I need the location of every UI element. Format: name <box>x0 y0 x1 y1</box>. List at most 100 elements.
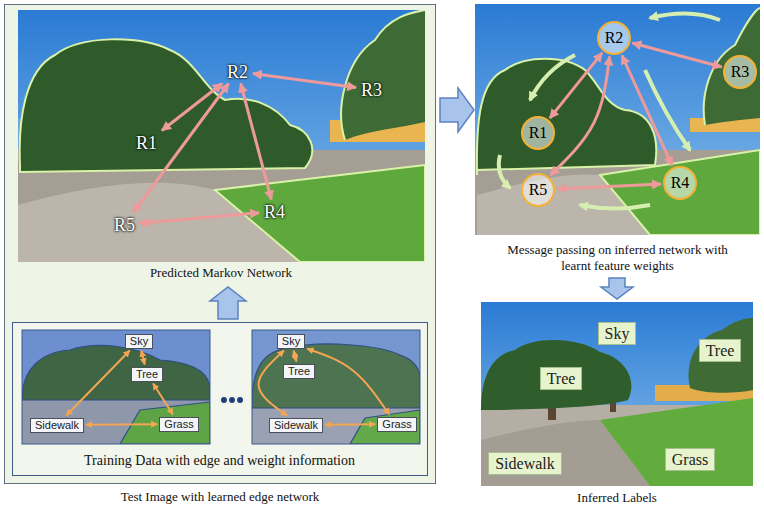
scene-image: Predicted Markov NetworkR1R2R3R4R5 <box>18 10 425 262</box>
label-text: Grass <box>164 418 193 431</box>
label-text: R4 <box>264 202 285 222</box>
grass <box>350 410 420 444</box>
tree <box>22 345 210 400</box>
label-text: Grass <box>382 418 411 431</box>
class-label: Sidewalk <box>269 418 323 433</box>
region-circle: R1 <box>521 116 555 150</box>
grass <box>600 150 760 235</box>
ground <box>475 150 760 235</box>
sky <box>22 330 210 444</box>
region-label: R2 <box>224 62 251 82</box>
image-frame <box>252 330 420 444</box>
class-label: Tree <box>283 364 315 379</box>
building <box>690 118 760 132</box>
label-text: R4 <box>671 174 690 192</box>
training-ground <box>12 322 428 476</box>
label-text: R1 <box>529 124 548 142</box>
trunk <box>548 395 556 420</box>
tree <box>341 10 425 140</box>
training-data-box: Training Data with edge and weight infor… <box>12 322 428 476</box>
region-outline <box>477 59 656 175</box>
label-text: R3 <box>361 80 382 100</box>
caption: Message passing on inferred network with… <box>493 242 743 274</box>
message-arrow <box>645 70 690 150</box>
caption: Test Image with learned edge network <box>5 489 435 505</box>
label-text: Sidewalk <box>495 454 555 473</box>
ellipsis-dot <box>221 397 227 403</box>
sidewalk <box>481 420 650 486</box>
relation-arrow <box>307 349 389 415</box>
building <box>330 120 425 142</box>
tree <box>477 59 656 175</box>
inferred-label: Tree <box>540 367 583 390</box>
grass <box>215 165 425 262</box>
relation-arrow <box>153 384 173 415</box>
ellipsis-dot <box>229 397 235 403</box>
relation-arrow <box>294 351 297 362</box>
grass <box>600 398 753 486</box>
caption: Inferred Labels <box>481 490 753 506</box>
label-text: Tree <box>706 341 735 360</box>
relation-arrow <box>241 84 272 200</box>
relation-arrow <box>259 351 288 416</box>
relation-arrow <box>557 184 661 189</box>
sidewalk <box>477 174 650 235</box>
label-text: R2 <box>605 29 624 47</box>
label-text: Tree <box>547 369 576 388</box>
ground <box>22 398 210 444</box>
label-text: Sidewalk <box>35 419 79 432</box>
message-arrow <box>650 13 720 20</box>
inferred-label: Sky <box>598 322 637 345</box>
tree <box>704 8 760 125</box>
tree <box>481 340 631 410</box>
building <box>655 385 753 401</box>
trunk <box>610 392 616 412</box>
region-outline <box>600 150 760 235</box>
message-arrows <box>499 13 720 208</box>
tree <box>689 318 753 393</box>
sea <box>18 118 68 148</box>
training-scene <box>22 330 210 444</box>
label-text: Tree <box>136 368 158 381</box>
training-scene <box>252 330 420 444</box>
region-circle: R3 <box>723 55 757 89</box>
sky <box>481 302 753 486</box>
relation-arrow <box>66 351 129 416</box>
ground <box>18 150 425 262</box>
inferred-label: Tree <box>699 339 742 362</box>
class-label: Grass <box>159 417 198 432</box>
labelled-scene <box>481 302 753 486</box>
test-scene <box>18 10 425 262</box>
relation-arrow <box>550 53 602 118</box>
region-circle: R2 <box>597 21 631 55</box>
region-circle: R4 <box>663 166 697 200</box>
label-text: Tree <box>288 365 310 378</box>
label-text: Sidewalk <box>274 419 318 432</box>
flow-arrow <box>440 88 474 132</box>
sky <box>18 10 425 262</box>
relation-arrow <box>162 84 222 131</box>
image-frame <box>22 330 210 444</box>
region-outline <box>704 8 760 125</box>
relation-arrow <box>632 43 721 67</box>
inferred-label: Sidewalk <box>488 452 562 475</box>
region-outline <box>215 165 425 262</box>
message-arrow <box>530 55 575 100</box>
class-label: Tree <box>131 367 163 382</box>
message-arrow <box>580 205 650 209</box>
relation-arrow <box>141 351 144 365</box>
class-label: Sky <box>277 334 305 349</box>
grass <box>120 402 210 444</box>
region-label: R5 <box>111 215 138 235</box>
region-label: R3 <box>358 80 385 100</box>
sky <box>475 4 760 235</box>
class-label: Grass <box>377 417 416 432</box>
ground <box>481 405 753 486</box>
tree <box>252 344 420 408</box>
label-text: R1 <box>136 133 157 153</box>
ellipsis-dot <box>237 397 243 403</box>
scene-image: Inferred LabelsSkyTreeTreeSidewalkGrass <box>481 302 753 486</box>
region-outline <box>20 39 313 172</box>
flow-arrow <box>601 278 633 299</box>
caption: Predicted Markov Network <box>18 265 425 281</box>
